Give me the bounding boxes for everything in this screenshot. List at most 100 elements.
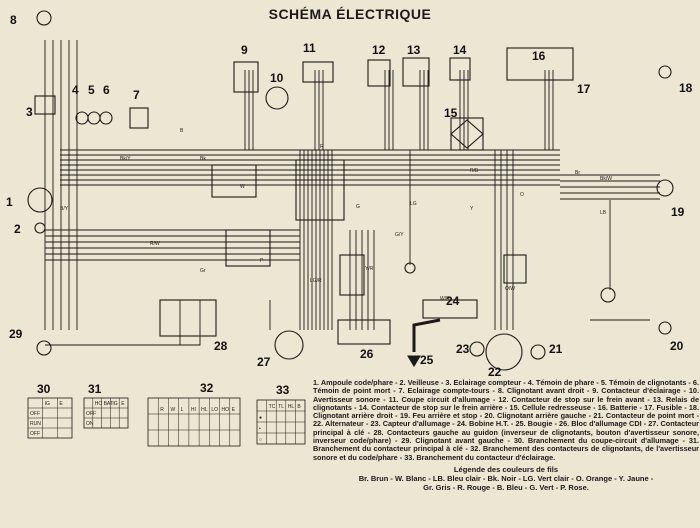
label-32: 32 bbox=[200, 381, 214, 395]
table-header: IG bbox=[45, 401, 50, 407]
rectifier-bridge bbox=[450, 119, 484, 149]
wire bbox=[45, 300, 201, 346]
lighting-switch bbox=[233, 61, 259, 93]
table-header: W bbox=[170, 407, 175, 413]
plug-lead bbox=[412, 318, 441, 352]
connector-block bbox=[225, 229, 271, 267]
wire-tag: O bbox=[520, 192, 524, 198]
table-row-label: ● bbox=[259, 415, 262, 421]
label-22: 22 bbox=[488, 365, 502, 379]
ground-point bbox=[600, 287, 616, 303]
table-32 bbox=[147, 397, 241, 447]
label-13: 13 bbox=[407, 43, 421, 57]
connector-block bbox=[211, 164, 257, 198]
label-19: 19 bbox=[671, 205, 685, 219]
table-row-label: OFF bbox=[86, 411, 96, 417]
wire-tag: B/Y bbox=[60, 206, 69, 212]
table-header: R bbox=[160, 407, 164, 413]
color-legend-title: Légende des couleurs de fils bbox=[453, 464, 559, 474]
table-header: E bbox=[121, 401, 125, 407]
neutral-switch bbox=[530, 344, 546, 360]
label-29: 29 bbox=[9, 327, 23, 341]
wire-tag: Y bbox=[470, 206, 474, 212]
label-14: 14 bbox=[453, 43, 467, 57]
table-row-label: • bbox=[259, 426, 261, 432]
ignition-key-switch bbox=[274, 330, 304, 360]
wire-tag: R bbox=[320, 144, 324, 150]
wire-bundle bbox=[44, 40, 660, 346]
table-header: E bbox=[59, 401, 63, 407]
front-brake-switch bbox=[367, 59, 391, 87]
wire-tag: Bk/W bbox=[600, 176, 612, 182]
label-18: 18 bbox=[679, 81, 693, 95]
alternator bbox=[485, 333, 523, 371]
table-header: HO bbox=[95, 401, 103, 407]
wire-tag: LG bbox=[410, 201, 417, 207]
legend: 1. Ampoule code/phare - 2. Veilleuse - 3… bbox=[313, 378, 699, 493]
color-legend-line1: Br. Brun - W. Blanc - LB. Bleu clair - B… bbox=[358, 474, 654, 484]
label-8: 8 bbox=[10, 13, 17, 27]
pickup-sensor bbox=[469, 341, 485, 357]
position-lamp bbox=[34, 222, 46, 234]
wire-tag: R/B bbox=[470, 168, 479, 174]
label-1: 1 bbox=[6, 195, 13, 209]
table-header: HL bbox=[288, 404, 295, 410]
wire-tag: LB bbox=[600, 210, 607, 216]
label-30: 30 bbox=[37, 382, 51, 396]
table-header: TC bbox=[269, 404, 276, 410]
wire-tag: Bk bbox=[200, 156, 206, 162]
front-right-indicator bbox=[36, 10, 52, 26]
label-17: 17 bbox=[577, 82, 591, 96]
page-title: SCHÉMA ÉLECTRIQUE bbox=[268, 6, 432, 22]
wire-tag: W bbox=[240, 184, 245, 190]
table-header: L bbox=[181, 407, 184, 413]
label-2: 2 bbox=[14, 222, 21, 236]
rear-brake-switch bbox=[449, 57, 471, 81]
table-header: B bbox=[297, 404, 301, 410]
wire-tag: Bk/Y bbox=[120, 156, 131, 162]
wire-tag: G bbox=[356, 204, 360, 210]
label-31: 31 bbox=[88, 382, 102, 396]
label-23: 23 bbox=[456, 342, 470, 356]
battery bbox=[506, 47, 574, 81]
label-21: 21 bbox=[549, 342, 563, 356]
indicator-lamp bbox=[75, 111, 89, 125]
table-row-label: OFF bbox=[30, 431, 40, 437]
table-row-label: RUN bbox=[30, 421, 41, 427]
wire-tag: R/W bbox=[150, 241, 160, 247]
label-20: 20 bbox=[670, 339, 684, 353]
flasher-relay bbox=[402, 57, 430, 87]
spark-plug-icon bbox=[407, 355, 421, 368]
indicator-lamp bbox=[99, 111, 113, 125]
wire-tag: Gr bbox=[200, 268, 206, 274]
table-row-label: OFF bbox=[30, 411, 40, 417]
wire-tag: P bbox=[260, 258, 264, 264]
rectifier bbox=[450, 117, 484, 151]
legend-items: 1. Ampoule code/phare - 2. Veilleuse - 3… bbox=[313, 378, 699, 462]
table-header: BAT bbox=[104, 401, 113, 407]
ht-coil bbox=[422, 299, 478, 319]
table-row-label: ON bbox=[86, 421, 94, 427]
wire-tag: B bbox=[180, 128, 184, 134]
label-9: 9 bbox=[241, 43, 248, 57]
meter-light bbox=[34, 95, 56, 115]
wire-tag: O/W bbox=[505, 286, 515, 292]
table-header: LO bbox=[211, 407, 218, 413]
main-connector bbox=[295, 159, 345, 221]
label-10: 10 bbox=[270, 71, 284, 85]
table-header: TL bbox=[278, 404, 284, 410]
wire-tag: Br bbox=[575, 170, 580, 176]
table-header: HO bbox=[222, 407, 230, 413]
tacho-light bbox=[129, 107, 149, 129]
components bbox=[27, 10, 674, 371]
table-header: HL bbox=[201, 407, 208, 413]
label-16: 16 bbox=[532, 49, 546, 63]
tail-light bbox=[656, 179, 674, 197]
table-row-label: ○ bbox=[259, 437, 262, 443]
label-26: 26 bbox=[360, 347, 374, 361]
color-legend-line2: Gr. Gris - R. Rouge - B. Bleu - G. Vert … bbox=[423, 483, 589, 493]
